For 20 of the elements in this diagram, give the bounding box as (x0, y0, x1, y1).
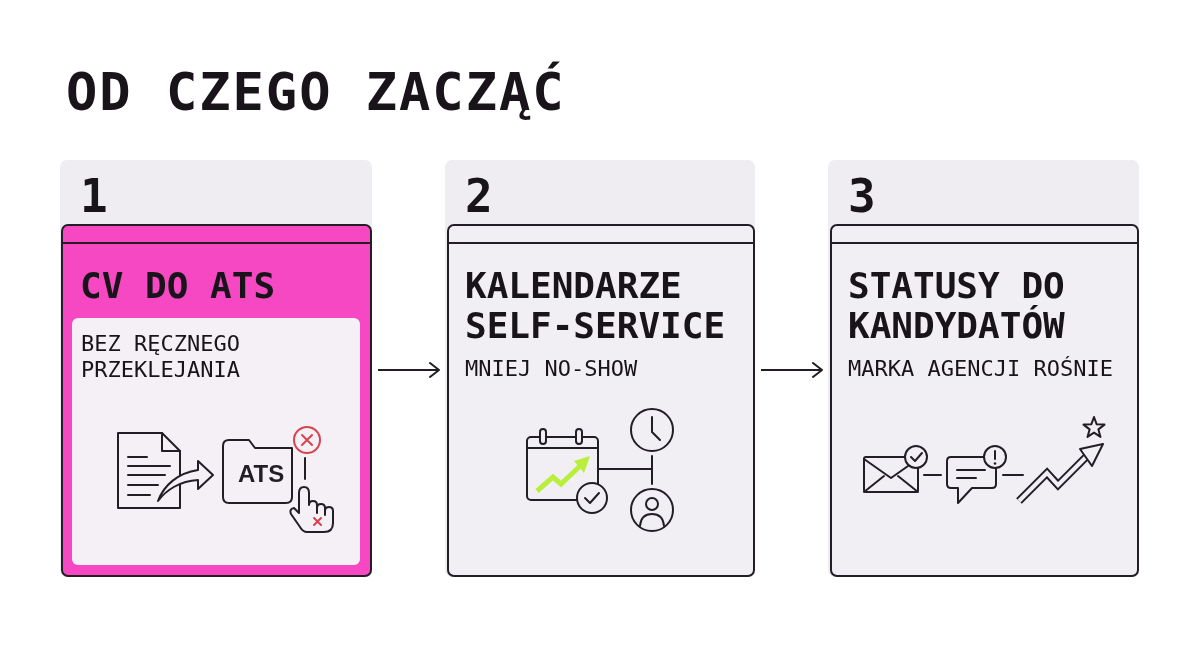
arrow (377, 362, 440, 378)
step-tab (828, 160, 1139, 577)
card-heading: KALENDARZE SELF-SERVICE (465, 266, 727, 346)
step-tab (60, 160, 372, 577)
content-panel (72, 318, 360, 565)
card-heading: CV DO ATS (80, 266, 277, 306)
card-subtitle: MNIEJ NO-SHOW (465, 356, 639, 382)
step-number: 3 (848, 171, 876, 221)
folder-label: ATS (238, 462, 285, 486)
step-card (830, 224, 1139, 577)
title: OD CZEGO ZACZĄĆ (66, 62, 566, 122)
step-tab (445, 160, 755, 577)
step-card (61, 224, 372, 577)
arrow (760, 362, 823, 378)
step-number: 2 (465, 171, 493, 221)
card-heading: STATUSY DO KANDYDATÓW (848, 266, 1066, 346)
step-card (447, 224, 755, 577)
card-subtitle: BEZ RĘCZNEGO PRZEKLEJANIA (81, 331, 241, 383)
step-number: 1 (80, 171, 108, 221)
card-subtitle: MARKA AGENCJI ROŚNIE (848, 356, 1114, 382)
